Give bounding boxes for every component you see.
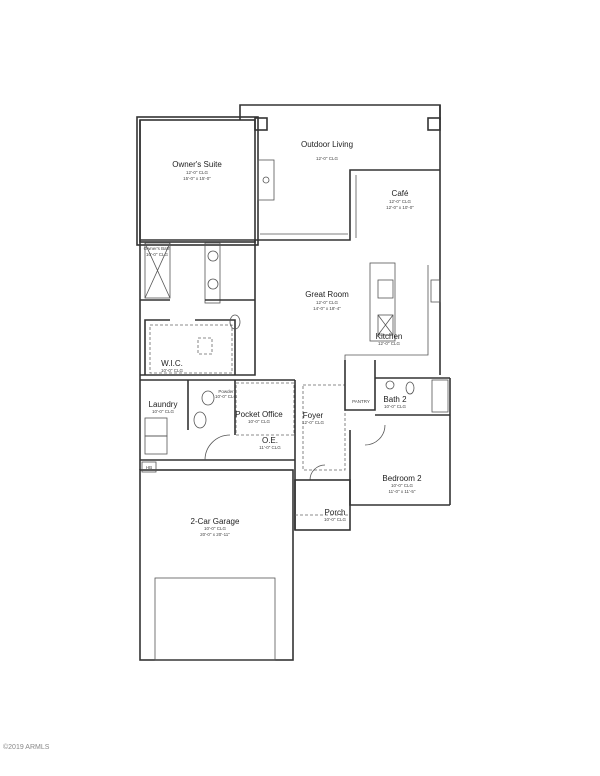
room-cafe: Café	[392, 189, 409, 198]
hose-bib-label: HB	[146, 465, 152, 470]
room-wic: W.I.C.	[161, 359, 183, 368]
room-laundry: Laundry	[149, 400, 178, 409]
room-ceiling: 10'-0" CLG	[324, 517, 346, 522]
room-bedroom-2: Bedroom 2	[382, 474, 422, 483]
room-ceiling: 10'-0" CLG	[161, 368, 183, 373]
copyright: ©2019 ARMLS	[3, 744, 50, 751]
room-oe: O.E.	[262, 436, 278, 445]
walls	[136, 104, 451, 661]
room-ceiling: 11'-0" CLG	[259, 445, 281, 450]
room-ceiling: 12'-0" CLG	[378, 341, 400, 346]
room-size: 20'-0" x 20'-11"	[200, 532, 230, 537]
room-size: 11'-0" x 11'-5"	[388, 489, 415, 494]
room-size: 14'-0" x 18'-4"	[313, 306, 341, 311]
room-porch: Porch	[325, 508, 346, 517]
room-ceiling: 10'-0" CLG	[391, 483, 413, 488]
room-foyer: Foyer	[303, 411, 324, 420]
room-ceiling: 10'-0" CLG	[146, 252, 168, 257]
room-ceiling: 12'-0" CLG	[389, 199, 411, 204]
room-owners-suite: Owner's Suite	[172, 160, 222, 169]
room-owners-bath: Owner's Bath	[144, 246, 171, 251]
room-pantry: PANTRY	[352, 399, 370, 404]
room-kitchen: Kitchen	[376, 332, 403, 341]
room-ceiling: 10'-0" CLG	[204, 526, 226, 531]
room-ceiling: 12'-0" CLG	[186, 170, 208, 175]
room-ceiling: 12'-0" CLG	[302, 420, 324, 425]
room-powder: Powder	[218, 389, 234, 394]
room-labels: Owner's Suite 12'-0" CLG 15'-0" x 15'-0"…	[144, 140, 423, 537]
room-great-room: Great Room	[305, 290, 349, 299]
room-ceiling: 12'-0" CLG	[316, 300, 338, 305]
room-outdoor-living: Outdoor Living	[301, 140, 353, 149]
room-size: 15'-0" x 15'-0"	[183, 176, 211, 181]
room-size: 12'-0" x 10'-0"	[386, 205, 414, 210]
room-ceiling: 10'-0" CLG	[248, 419, 270, 424]
room-ceiling: 12'-0" CLG	[316, 156, 338, 161]
room-ceiling: 10'-0" CLG	[152, 409, 174, 414]
room-ceiling: 10'-0" CLG	[384, 404, 406, 409]
room-pocket-office: Pocket Office	[235, 410, 283, 419]
room-ceiling: 10'-0" CLG	[215, 394, 237, 399]
room-garage: 2-Car Garage	[191, 517, 240, 526]
room-bath-2: Bath 2	[383, 395, 407, 404]
